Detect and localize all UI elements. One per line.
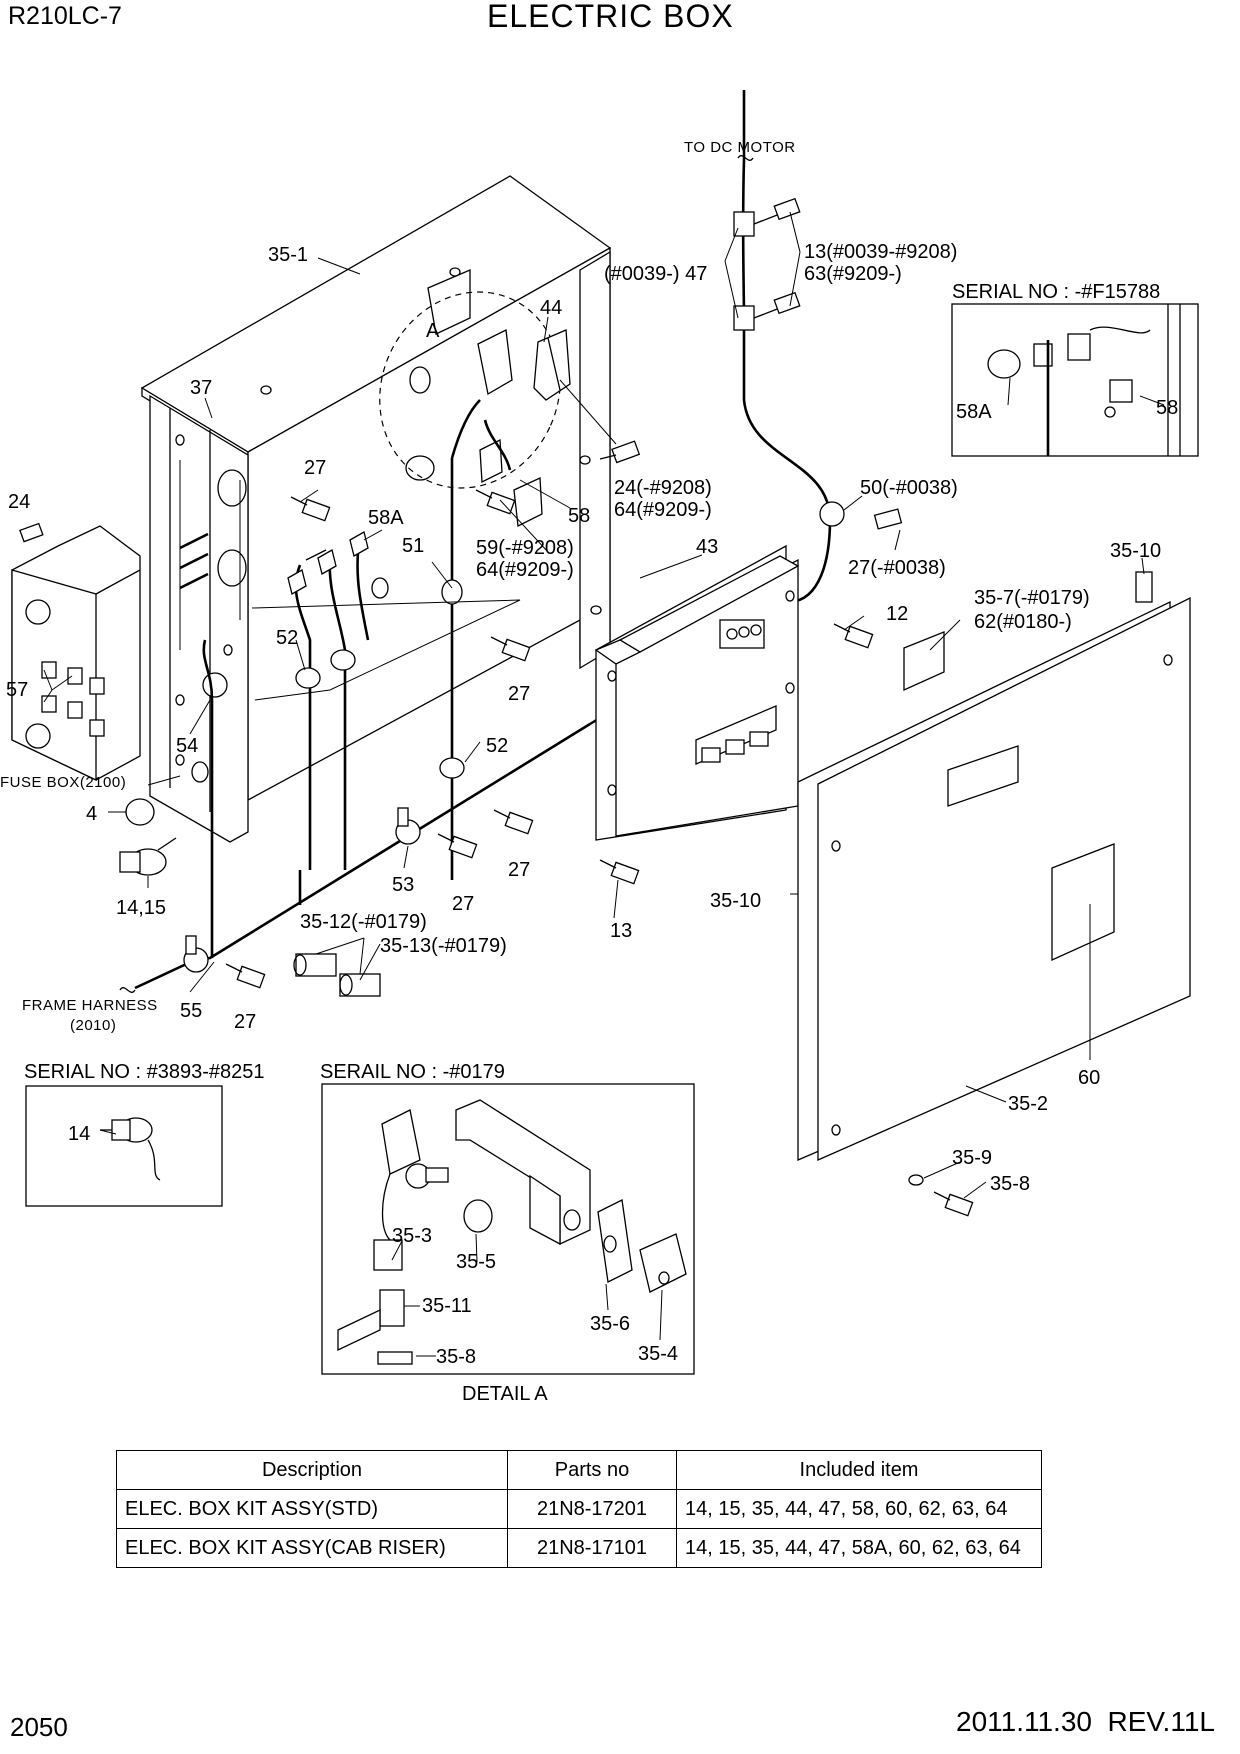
inset-detail-a-35-11: 35-11	[422, 1295, 472, 1317]
label-24-64a: 24(-#9208)	[614, 477, 712, 499]
cell-included-item: 14, 15, 35, 44, 47, 58, 60, 62, 63, 64	[676, 1489, 1042, 1529]
label-35-13: 35-13(-#0179)	[380, 935, 507, 957]
label-60: 60	[1078, 1067, 1100, 1089]
label-43: 43	[696, 536, 718, 558]
inset-3893-14: 14	[68, 1123, 90, 1145]
cell-parts-no: 21N8-17201	[507, 1489, 677, 1529]
relay-58-inner	[405, 329, 543, 527]
label-53: 53	[392, 874, 414, 896]
inset-3893-title: SERIAL NO : #3893-#8251	[24, 1061, 265, 1083]
label-35-8: 35-8	[990, 1173, 1030, 1195]
label-52-a: 52	[276, 627, 298, 649]
fuse-box	[11, 525, 141, 782]
inset-detail-a-35-5: 35-5	[456, 1251, 496, 1273]
label-58: 58	[568, 505, 590, 527]
inset-f15788-58: 58	[1156, 397, 1178, 419]
label-detail-a-marker: A	[426, 320, 440, 342]
table-row: ELEC. BOX KIT ASSY(CAB RISER) 21N8-17101…	[116, 1528, 1042, 1568]
label-4: 4	[86, 803, 97, 825]
revision-date: 2011.11.30 REV.11L	[956, 1706, 1215, 1737]
clamp-47	[733, 197, 801, 331]
table-header-row: Description Parts no Included item	[116, 1450, 1042, 1490]
cell-description: ELEC. BOX KIT ASSY(STD)	[116, 1489, 508, 1529]
label-62: 62(#0180-)	[974, 611, 1072, 633]
column-header-parts-no: Parts no	[507, 1450, 677, 1490]
label-24: 24	[8, 491, 30, 513]
relay-44	[533, 329, 571, 401]
inset-detail-a-35-8: 35-8	[436, 1346, 476, 1368]
label-50: 50(-#0038)	[860, 477, 958, 499]
model-number: R210LC-7	[8, 2, 122, 30]
label-24-64b: 64(#9209-)	[614, 499, 712, 521]
label-47: (#0039-) 47	[604, 263, 707, 285]
label-frame-harness-code: (2010)	[70, 1017, 116, 1034]
column-header-description: Description	[116, 1450, 508, 1490]
label-37: 37	[190, 377, 212, 399]
label-12: 12	[886, 603, 908, 625]
switch-35-12	[293, 953, 381, 997]
inset-f15788-title: SERIAL NO : -#F15788	[952, 281, 1160, 303]
label-14-15: 14,15	[116, 897, 166, 919]
label-35-1: 35-1	[268, 244, 308, 266]
cell-parts-no: 21N8-17101	[507, 1528, 677, 1568]
label-27-0038: 27(-#0038)	[848, 557, 946, 579]
inset-f15788	[951, 303, 1199, 457]
parts-kit-table: Description Parts no Included item ELEC.…	[116, 1450, 1042, 1568]
inset-detail-a-35-6: 35-6	[590, 1313, 630, 1335]
inset-3893	[25, 1085, 223, 1207]
label-13-63b: 63(#9209-)	[804, 263, 902, 285]
grommet-53	[395, 807, 421, 845]
label-to-dc-motor: TO DC MOTOR	[684, 139, 796, 156]
label-58a: 58A	[368, 507, 404, 529]
label-35-2: 35-2	[1008, 1093, 1048, 1115]
label-frame-harness: FRAME HARNESS	[22, 997, 158, 1014]
inset-f15788-58a: 58A	[956, 401, 992, 423]
inset-detail-a-35-4: 35-4	[638, 1343, 678, 1365]
label-27-e: 27	[234, 1011, 256, 1033]
label-57: 57	[6, 679, 28, 701]
clamp-50	[819, 501, 903, 530]
label-55: 55	[180, 1000, 202, 1022]
inset-detail-a-title: SERAIL NO : -#0179	[320, 1061, 505, 1083]
door-35-2	[797, 571, 1191, 1161]
label-59-64b: 64(#9209-)	[476, 559, 574, 581]
label-13: 13	[610, 920, 632, 942]
label-54: 54	[176, 735, 198, 757]
table-row: ELEC. BOX KIT ASSY(STD) 21N8-17201 14, 1…	[116, 1489, 1042, 1529]
label-27-a: 27	[304, 457, 326, 479]
label-44: 44	[540, 297, 562, 319]
label-27-c: 27	[452, 893, 474, 915]
leader-lines	[43, 211, 1165, 1357]
label-35-7: 35-7(-#0179)	[974, 587, 1090, 609]
inset-detail-a	[321, 1083, 695, 1375]
page-number: 2050	[10, 1712, 68, 1742]
label-51: 51	[402, 535, 424, 557]
controller-43	[594, 544, 800, 841]
label-35-10-bottom: 35-10	[710, 890, 761, 912]
key-switch-14-15	[119, 837, 177, 876]
label-52-b: 52	[486, 735, 508, 757]
label-fuse-box: FUSE BOX(2100)	[0, 774, 126, 791]
label-27-b: 27	[508, 683, 530, 705]
plug-4	[125, 798, 155, 826]
label-27-d: 27	[508, 859, 530, 881]
page-title: ELECTRIC BOX	[487, 0, 734, 34]
inset-detail-a-35-3: 35-3	[392, 1225, 432, 1247]
label-35-10-top: 35-10	[1110, 540, 1161, 562]
label-35-12: 35-12(-#0179)	[300, 911, 427, 933]
cell-included-item: 14, 15, 35, 44, 47, 58A, 60, 62, 63, 64	[676, 1528, 1042, 1568]
grommet-55	[183, 935, 209, 973]
cell-description: ELEC. BOX KIT ASSY(CAB RISER)	[116, 1528, 508, 1568]
column-header-included-item: Included item	[676, 1450, 1042, 1490]
label-59-64a: 59(-#9208)	[476, 537, 574, 559]
label-13-63a: 13(#0039-#9208)	[804, 241, 957, 263]
detail-a-caption: DETAIL A	[462, 1383, 548, 1405]
label-35-9: 35-9	[952, 1147, 992, 1169]
